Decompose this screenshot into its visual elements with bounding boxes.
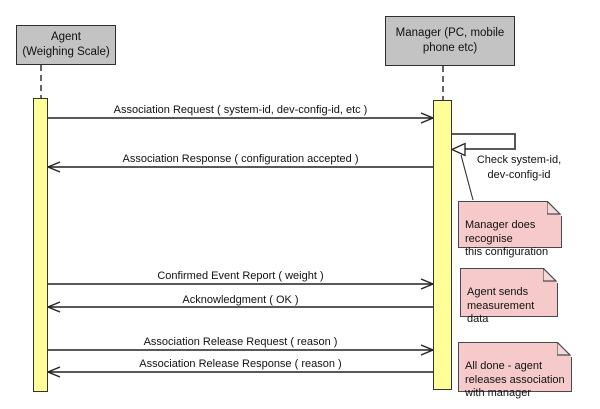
actor-box-manager: Manager (PC, mobile phone etc) (385, 16, 515, 66)
note-agent-sends-data: Agent sends measurement data (460, 268, 558, 325)
message-label-confirmed-event-report: Confirmed Event Report ( weight ) (157, 270, 324, 282)
message-label-association-release-response: Association Release Response ( reason ) (139, 358, 342, 370)
arrowhead-hollow-left-icon (450, 142, 466, 157)
folded-corner-icon (557, 342, 572, 357)
self-message-loop (452, 133, 516, 150)
agent-activation-bar (33, 98, 48, 392)
manager-activation-bar (433, 100, 452, 390)
note-all-done-release: All done - agent releases association wi… (458, 342, 572, 399)
self-message-label-check-system-id: Check system-id, dev-config-id (476, 154, 562, 181)
note-text: Manager does recognise this configuratio… (465, 218, 549, 259)
note-manager-recognises: Manager does recognise this configuratio… (458, 201, 562, 258)
folded-corner-icon (547, 201, 562, 216)
message-label-association-release-request: Association Release Request ( reason ) (143, 336, 338, 348)
message-label-acknowledgment: Acknowledgment ( OK ) (182, 294, 299, 306)
note-text: Agent sends measurement data (467, 285, 535, 326)
message-label-association-request: Association Request ( system-id, dev-con… (113, 104, 368, 116)
folded-corner-icon (543, 268, 558, 283)
actor-box-agent: Agent (Weighing Scale) (16, 25, 116, 65)
message-label-association-response: Association Response ( configuration acc… (122, 153, 359, 165)
note-text: All done - agent releases association wi… (465, 359, 565, 400)
